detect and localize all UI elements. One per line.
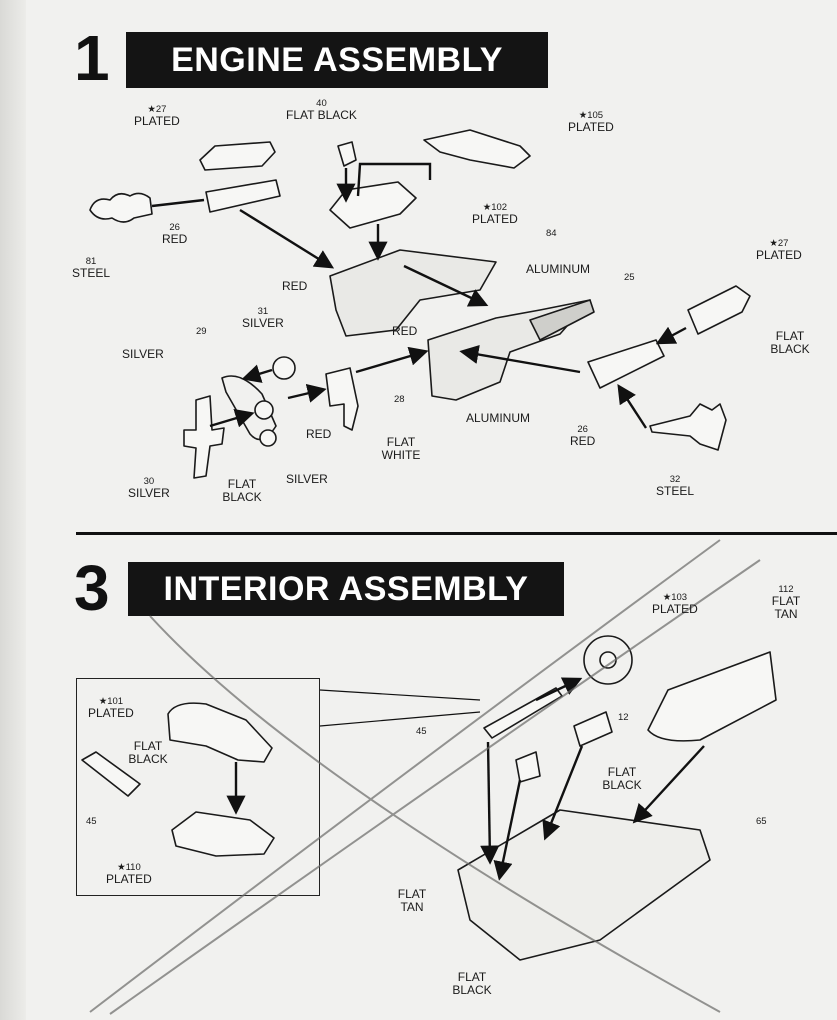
part-26-top [205,179,281,213]
part-12-panel [573,711,613,747]
part-40 [337,141,357,167]
part-81-exhaust [89,192,153,223]
step-number-interior: 3 [74,552,110,624]
part-29-pulley [254,400,274,420]
section-divider [76,532,837,535]
part-45-column [483,687,563,739]
callout-red-25: RED [392,324,418,338]
part-105-aircleaner [423,129,531,169]
callout-flat-black-pedals: FLAT BLACK [602,765,642,792]
part-27-right [687,285,751,335]
step-number-engine: 1 [74,22,110,94]
callout-red-28: RED [306,427,332,441]
callout-84: 84 [546,228,557,239]
part-112-seat [647,651,777,742]
part-29-belt [221,375,277,441]
section-title-engine: ENGINE ASSEMBLY [126,32,548,88]
callout-flat-white: FLAT WHITE [381,435,421,462]
callout-aluminum-top: ALUMINUM [526,262,591,276]
callout-flat-black-floor: FLAT BLACK [452,970,492,997]
callout-65: 65 [756,816,767,827]
part-30-fan [183,395,225,479]
callout-silver-29: SILVER [122,347,164,361]
part-45-tube [81,751,141,797]
callout-silver-pulley: SILVER [286,472,328,486]
part-28-bracket [325,367,359,431]
callout-25: 25 [624,272,635,283]
callout-28: 28 [394,394,405,405]
section-title-interior: INTERIOR ASSEMBLY [128,562,564,616]
part-pedals [515,751,541,783]
callout-flat-black-fan: FLAT BLACK [222,477,262,504]
part-102-carb [329,181,417,229]
callout-flat-black-inset: FLAT BLACK [128,739,168,766]
callout-red-84: RED [282,279,308,293]
callout-flat-black-right: FLAT BLACK [770,329,810,356]
pencil-strike-marks [89,539,761,1015]
part-aluminum-trans [529,299,595,341]
part-27-top [199,141,276,171]
part-31 [272,356,296,380]
callout-flat-tan-floor: FLAT TAN [397,887,427,914]
callout-29: 29 [196,326,207,337]
part-101-detail [167,702,273,763]
page-fold-shadow [0,0,26,1020]
part-103-steering-wheel [583,635,633,685]
callout-45-inset: 45 [86,816,97,827]
part-84-block [329,249,497,337]
part-26-right [587,339,665,389]
callout-12: 12 [618,712,629,723]
part-65-floor [457,809,711,961]
callout-45-main: 45 [416,726,427,737]
part-110-base [171,811,275,857]
detail-inset-box [76,678,320,896]
callout-aluminum-bottom: ALUMINUM [466,411,531,425]
part-32-exhaust [649,403,727,451]
